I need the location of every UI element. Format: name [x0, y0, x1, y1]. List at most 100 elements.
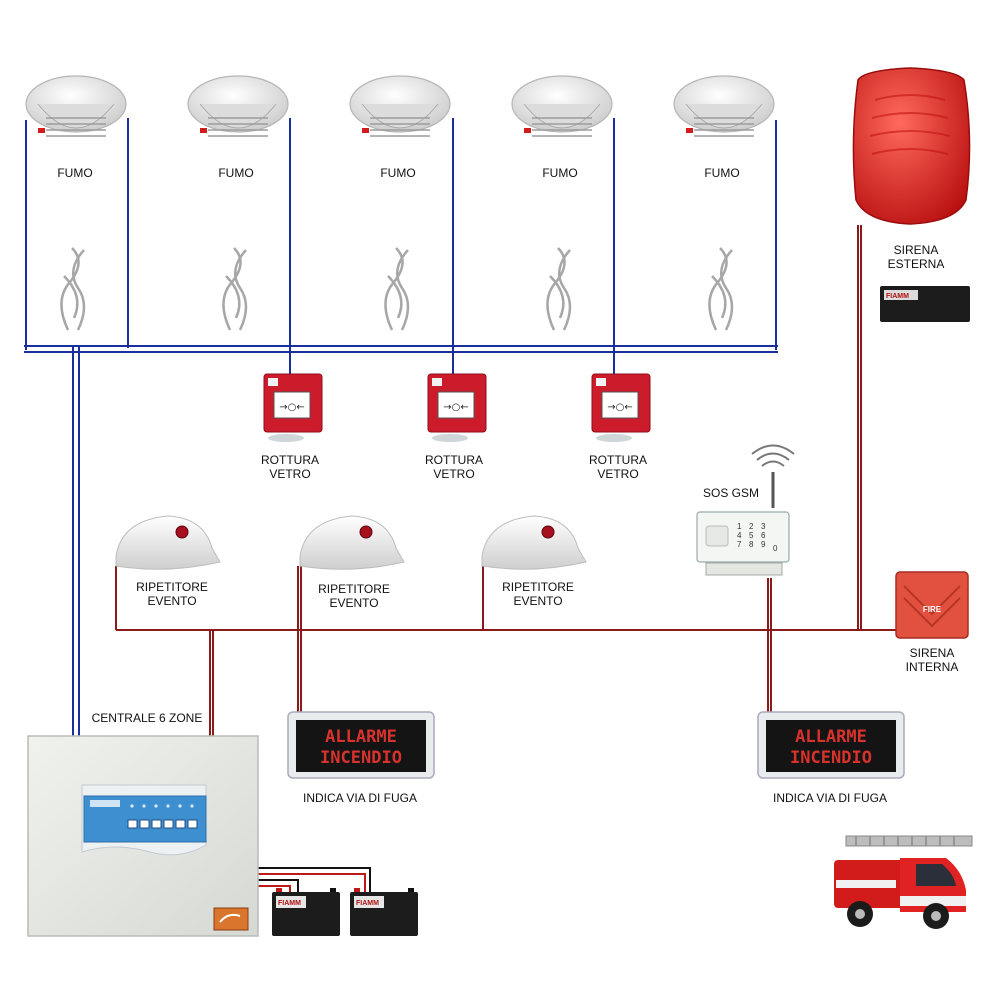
keypad-key: 1	[737, 522, 742, 531]
battery-icon: FIAMM	[350, 888, 418, 936]
smoke-label: FUMO	[57, 166, 93, 180]
battery-icon: FIAMM	[272, 888, 340, 936]
battery-wiring	[258, 867, 371, 892]
break-glass-row: →○← →○← →○←	[263, 373, 651, 442]
gsm-speaker-icon	[705, 525, 729, 547]
keypad-key: 3	[761, 522, 766, 531]
detector-wiring	[24, 118, 778, 736]
keypad-key: 8	[749, 540, 754, 549]
smoke-detector-icon	[187, 75, 289, 137]
break-glass-icon: →○←	[591, 373, 651, 442]
zone-key	[187, 819, 198, 829]
smoke-wisp-icon	[708, 247, 734, 331]
keypad-key: 5	[749, 531, 754, 540]
fire-truck-icon	[834, 835, 973, 929]
battery-brand-text: FIAMM	[278, 900, 301, 907]
smoke-detector-icon	[25, 75, 127, 137]
svg-text:→○←: →○←	[443, 402, 468, 413]
svg-text:→○←: →○←	[607, 402, 632, 413]
sign-text-line: ALLARME	[325, 727, 397, 747]
event-repeater-icon	[299, 515, 405, 570]
zone-key	[127, 819, 138, 829]
zone-key	[175, 819, 186, 829]
gsm-terminal-strip	[705, 562, 783, 576]
smoke-label: FUMO	[380, 166, 416, 180]
zone-led	[190, 804, 194, 808]
truck-bumper	[900, 896, 966, 906]
gsm-label: SOS GSM	[702, 486, 759, 500]
smoke-label: FUMO	[542, 166, 578, 180]
panel-status-window	[90, 800, 120, 807]
keypad-key: 2	[749, 522, 754, 531]
siren-grille-icon	[869, 94, 951, 155]
smoke-detector-icon	[511, 75, 613, 137]
zone-led	[154, 804, 158, 808]
battery-brand-text: FIAMM	[886, 293, 909, 300]
zone-key	[163, 819, 174, 829]
truck-stripe	[836, 880, 896, 888]
smoke-detector-icon	[673, 75, 775, 137]
zone-key	[139, 819, 150, 829]
break-glass-icon: →○←	[427, 373, 487, 442]
keypad-key: 6	[761, 531, 766, 540]
panel-logo-mark	[219, 913, 241, 923]
external-siren-body	[852, 67, 971, 225]
keypad-key: 4	[737, 531, 742, 540]
siren-grille-icon	[903, 585, 961, 628]
wireless-signal-icon	[751, 444, 795, 467]
panel-logo-icon	[213, 907, 249, 931]
zone-key	[151, 819, 162, 829]
panel-zone-keys	[90, 800, 198, 829]
keypad-key: 7	[737, 540, 742, 549]
battery-label-icon	[884, 290, 918, 300]
control-panel	[27, 735, 259, 937]
panel-label: CENTRALE 6 ZONE	[91, 711, 203, 725]
sign-text-line: ALLARME	[795, 727, 867, 747]
truck-ladder	[845, 835, 973, 847]
smoke-label: FUMO	[218, 166, 254, 180]
smoke-wisp-icon	[384, 247, 410, 331]
panel-batteries: FIAMM FIAMM	[272, 888, 418, 936]
smoke-wisp-icon	[546, 247, 572, 331]
internal-siren: FIRE	[895, 571, 969, 639]
zone-led	[142, 804, 146, 808]
zone-led	[166, 804, 170, 808]
smoke-wisp-icon	[222, 247, 248, 331]
gsm-body	[696, 511, 790, 563]
event-repeater-icon	[481, 515, 587, 570]
break-glass-icon: →○←	[263, 373, 323, 442]
fire-text: FIRE	[923, 605, 942, 614]
svg-text:→○←: →○←	[279, 402, 304, 413]
exit-sign-label: INDICA VIA DI FUGA	[772, 791, 888, 805]
sign-text-line: INCENDIO	[320, 748, 402, 768]
zone-led	[178, 804, 182, 808]
external-siren	[852, 67, 971, 225]
smoke-detector-icon	[349, 75, 451, 137]
alarm-wiring	[115, 225, 900, 736]
keypad-key: 0	[773, 544, 778, 553]
backup-battery-small: FIAMM	[880, 286, 970, 322]
smoke-wisp-icon	[60, 247, 86, 331]
smoke-detector-row	[25, 75, 775, 331]
internal-siren-body	[895, 571, 969, 639]
sign-text-line: INCENDIO	[790, 748, 872, 768]
ladder-rungs	[855, 836, 955, 846]
exit-sign-label: INDICA VIA DI FUGA	[302, 791, 418, 805]
event-repeater-icon	[115, 515, 221, 570]
smoke-label: FUMO	[704, 166, 740, 180]
repeater-row	[115, 515, 587, 570]
keypad-key: 9	[761, 540, 766, 549]
